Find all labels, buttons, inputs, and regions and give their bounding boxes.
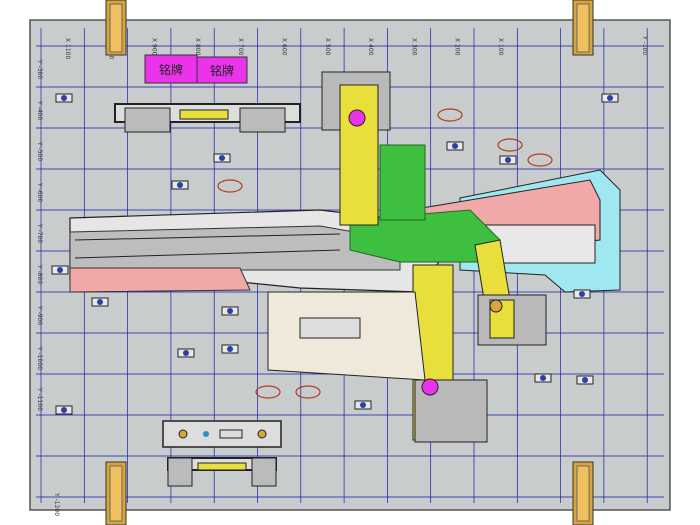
yellow-arm-right (474, 239, 547, 346)
left-ruler: Y -300 Y -400 Y -500 Y -600 Y -700 Y -800 Y -9… (36, 59, 43, 411)
locator-pin (177, 348, 195, 358)
locator-pin (354, 400, 372, 410)
nameplate-right-text: 铭牌 (210, 63, 234, 78)
locator-pin (171, 180, 189, 190)
yellow-arm-upper (321, 71, 391, 226)
top-ruler-label: X 700 (237, 38, 244, 56)
left-ruler-label: Y -800 (36, 264, 43, 284)
locator-pin (499, 155, 517, 165)
top-ruler-label: X 800 (194, 38, 201, 56)
mounting-brackets (105, 0, 594, 525)
locator-pin (576, 375, 594, 385)
slot-marker (217, 179, 243, 193)
nameplate-right-box (196, 56, 248, 84)
left-ruler-label: Y -1100 (36, 387, 43, 411)
locator-pin (51, 265, 69, 275)
locator-pin (55, 93, 73, 103)
top-ruler-label: X 900 (151, 38, 158, 56)
control-box (162, 420, 282, 448)
slot-marker (255, 385, 281, 399)
locator-pin (446, 141, 464, 151)
locator-pin (55, 405, 73, 415)
left-ruler-label: Y -700 (36, 223, 43, 243)
left-ruler-label: Y -900 (36, 305, 43, 325)
locator-pin (221, 306, 239, 316)
handle-bottom (167, 457, 277, 487)
slot-marker (497, 138, 523, 152)
bottom-left-label: Y -1200 (53, 492, 60, 516)
top-ruler-label: X 600 (281, 38, 288, 56)
locator-pin (213, 153, 231, 163)
handle-top (114, 103, 301, 133)
locator-pin (534, 373, 552, 383)
left-ruler-label: Y -300 (36, 59, 43, 79)
top-ruler-label: X 200 (454, 38, 461, 56)
locator-pin (601, 93, 619, 103)
top-ruler-label: X 300 (410, 38, 417, 56)
left-ruler-label: Y -1000 (36, 346, 43, 370)
right-top-label: Y -100 (641, 35, 648, 55)
top-ruler-label: X 1100 (64, 38, 71, 59)
locator-pin (91, 297, 109, 307)
lower-clamp (299, 317, 361, 339)
left-ruler-label: Y -400 (36, 100, 43, 120)
slot-marker (295, 385, 321, 399)
top-ruler-label: X 500 (324, 38, 331, 56)
yellow-arm-lower (412, 264, 488, 443)
slot-marker (437, 108, 463, 122)
locator-pin (573, 289, 591, 299)
locator-pin (221, 344, 239, 354)
slot-marker (527, 153, 553, 167)
nameplate-left-text: 铭牌 (159, 62, 183, 77)
left-ruler-label: Y -600 (36, 182, 43, 202)
locating-pins (51, 93, 619, 415)
main-arm-assembly (69, 209, 441, 293)
top-ruler-label: X 400 (367, 38, 374, 56)
left-ruler-label: Y -500 (36, 141, 43, 161)
top-ruler-label: X 100 (497, 38, 504, 56)
green-upper (379, 144, 426, 221)
